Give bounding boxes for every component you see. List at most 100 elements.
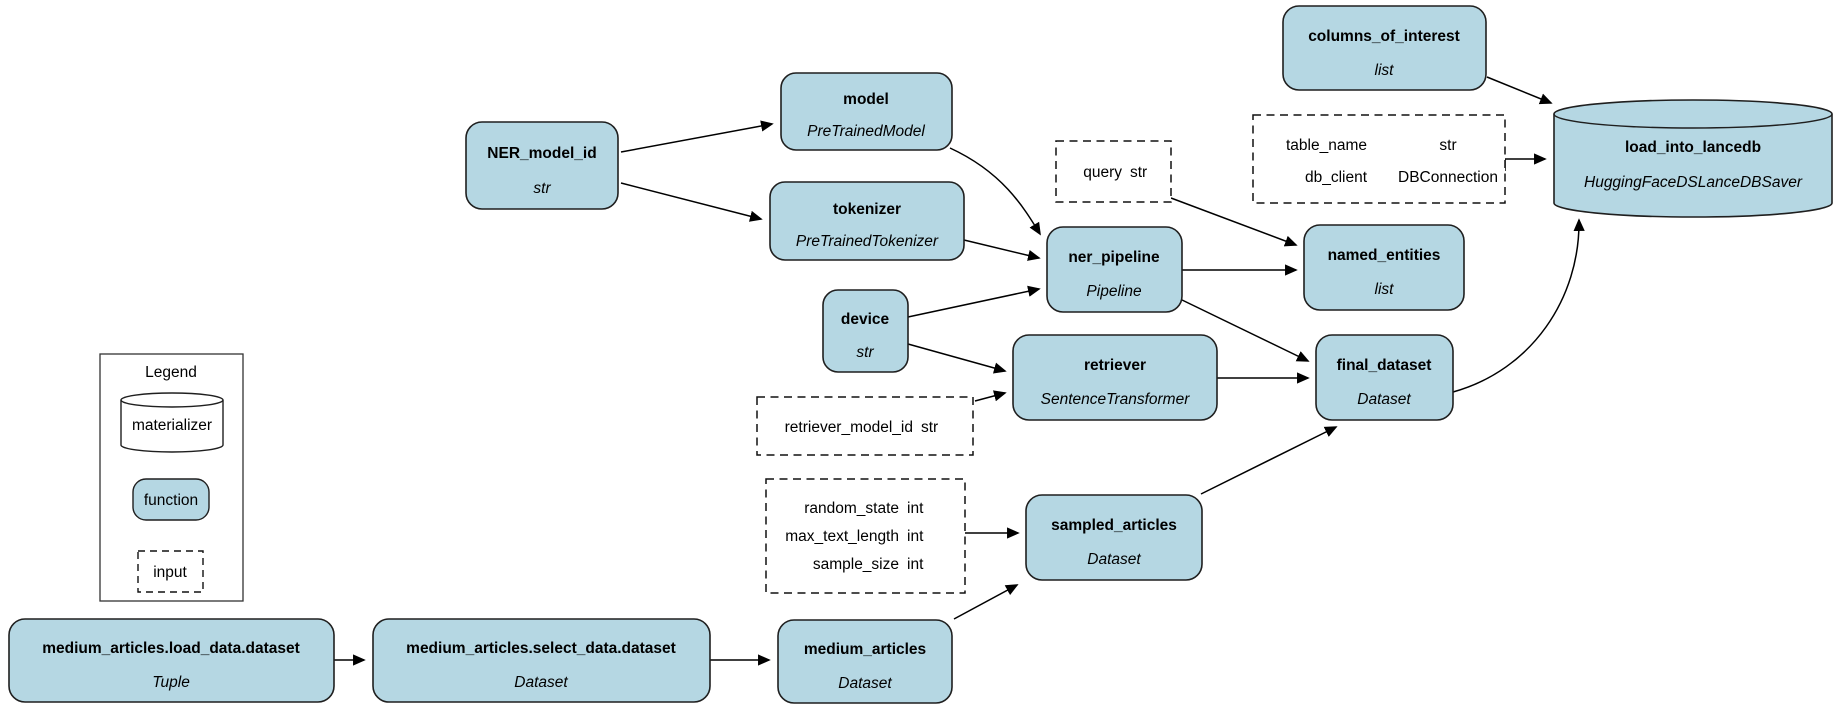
edge-device-retriever xyxy=(907,343,1007,374)
node-tokenizer-type: PreTrainedTokenizer xyxy=(796,233,939,250)
node-ner_pipeline-label: ner_pipeline xyxy=(1068,249,1160,266)
node-load_into_lancedb-label: load_into_lancedb xyxy=(1625,139,1761,156)
input-table_name-type: str xyxy=(1439,137,1456,154)
input-retriever_model_id: retriever_model_id str xyxy=(756,396,974,456)
input-query-name: query xyxy=(1083,164,1122,181)
input-retriever_model_id-name: retriever_model_id xyxy=(785,419,913,436)
edge-ner_pipeline-final_dataset xyxy=(1179,298,1310,362)
node-final_dataset: final_dataset Dataset xyxy=(1315,334,1454,421)
input-sampling-params-shape xyxy=(765,478,966,594)
edge-tokenizer-ner_pipeline xyxy=(963,239,1041,261)
node-medium_articles-shape xyxy=(777,619,953,704)
input-lancedb-params-shape xyxy=(1252,114,1506,204)
legend-materializer: materializer xyxy=(120,392,224,453)
node-named_entities-shape xyxy=(1303,224,1465,311)
input-retriever_model_id-shape xyxy=(756,396,974,456)
node-retriever-shape xyxy=(1012,334,1218,421)
legend-input-label: input xyxy=(153,564,187,581)
node-NER_model_id: NER_model_id str xyxy=(465,121,619,210)
node-columns_of_interest: columns_of_interest list xyxy=(1282,5,1487,91)
node-ner_pipeline-shape xyxy=(1046,226,1183,313)
node-NER_model_id-type: str xyxy=(533,180,551,197)
edge-device-ner_pipeline xyxy=(907,285,1041,318)
legend-input: input xyxy=(137,550,204,593)
edge-NER_model_id-model xyxy=(620,120,774,153)
node-model-type: PreTrainedModel xyxy=(807,123,925,140)
node-device-shape xyxy=(822,289,909,373)
edge-NER_model_id-tokenizer xyxy=(620,182,763,222)
input-query-shape xyxy=(1055,140,1172,203)
node-tokenizer-label: tokenizer xyxy=(833,201,901,218)
legend-input-shape xyxy=(137,550,204,593)
node-load_data-label: medium_articles.load_data.dataset xyxy=(42,640,300,657)
node-NER_model_id-label: NER_model_id xyxy=(487,145,596,162)
edge-sampled_articles-final_dataset xyxy=(1200,426,1338,495)
node-select_data-label: medium_articles.select_data.dataset xyxy=(406,640,676,657)
node-tokenizer-shape xyxy=(769,181,965,261)
legend-materializer-label: materializer xyxy=(132,417,212,434)
input-table_name-name: table_name xyxy=(1286,137,1367,154)
node-sampled_articles-shape xyxy=(1025,494,1203,581)
node-columns_of_interest-label: columns_of_interest xyxy=(1308,28,1460,45)
node-medium_articles-label: medium_articles xyxy=(804,641,926,658)
input-max_text_length-type: int xyxy=(907,528,924,545)
input-db_client-name: db_client xyxy=(1305,169,1368,186)
edge-medium_articles-sampled_articles xyxy=(953,584,1019,620)
node-sampled_articles-label: sampled_articles xyxy=(1051,517,1177,534)
legend-function-label: function xyxy=(144,492,198,509)
node-named_entities: named_entities list xyxy=(1303,224,1465,311)
node-columns_of_interest-shape xyxy=(1282,5,1487,91)
node-load_into_lancedb: load_into_lancedb HuggingFaceDSLanceDBSa… xyxy=(1553,99,1833,218)
edge-query-named_entities xyxy=(1170,197,1298,247)
node-select_data-type: Dataset xyxy=(514,674,568,691)
input-random_state-name: random_state xyxy=(804,500,899,517)
input-max_text_length-name: max_text_length xyxy=(785,528,899,545)
node-named_entities-label: named_entities xyxy=(1328,247,1441,264)
edge-model-ner_pipeline xyxy=(949,147,1041,236)
cylinder-rim xyxy=(1553,113,1833,129)
node-final_dataset-type: Dataset xyxy=(1357,391,1411,408)
node-select_data-shape xyxy=(372,618,711,703)
node-tokenizer: tokenizer PreTrainedTokenizer xyxy=(769,181,965,261)
legend-function: function xyxy=(132,478,210,521)
legend: Legend materializer function input xyxy=(99,353,244,602)
node-final_dataset-shape xyxy=(1315,334,1454,421)
node-retriever-type: SentenceTransformer xyxy=(1041,391,1191,408)
edge-columns_of_interest-load_into_lancedb xyxy=(1486,76,1553,105)
node-retriever: retriever SentenceTransformer xyxy=(1012,334,1218,421)
node-ner_pipeline-type: Pipeline xyxy=(1086,283,1142,300)
input-db_client-type: DBConnection xyxy=(1398,169,1498,186)
node-load_data-type: Tuple xyxy=(152,674,190,691)
input-lancedb-params: table_name str db_client DBConnection xyxy=(1252,114,1506,204)
node-load_data-shape xyxy=(8,618,335,703)
node-model-shape xyxy=(780,72,953,151)
node-retriever-label: retriever xyxy=(1084,357,1146,374)
legend-title: Legend xyxy=(145,364,197,381)
node-medium_articles: medium_articles Dataset xyxy=(777,619,953,704)
node-load_into_lancedb-type: HuggingFaceDSLanceDBSaver xyxy=(1584,174,1803,191)
input-sample_size-name: sample_size xyxy=(813,556,899,573)
node-device-type: str xyxy=(856,344,874,361)
node-columns_of_interest-type: list xyxy=(1375,62,1395,79)
node-NER_model_id-shape xyxy=(465,121,619,210)
edge-final_dataset-load_into_lancedb xyxy=(1452,218,1585,393)
node-medium_articles-select_data-dataset: medium_articles.select_data.dataset Data… xyxy=(372,618,711,703)
node-medium_articles-type: Dataset xyxy=(838,675,892,692)
node-medium_articles-load_data-dataset: medium_articles.load_data.dataset Tuple xyxy=(8,618,335,703)
input-query: query str xyxy=(1055,140,1172,203)
cylinder-shape xyxy=(1553,99,1833,218)
input-retriever_model_id-type: str xyxy=(921,419,938,436)
node-final_dataset-label: final_dataset xyxy=(1337,357,1432,374)
node-device: device str xyxy=(822,289,909,373)
input-query-type: str xyxy=(1130,164,1147,181)
legend-cylinder-shape xyxy=(120,392,224,453)
node-model-label: model xyxy=(843,91,889,108)
node-model: model PreTrainedModel xyxy=(780,72,953,151)
legend-cylinder-rim xyxy=(120,399,224,408)
input-sample_size-type: int xyxy=(907,556,924,573)
legend-function-shape xyxy=(132,478,210,521)
edge-retriever_model_id-retriever xyxy=(974,390,1007,402)
node-ner_pipeline: ner_pipeline Pipeline xyxy=(1046,226,1183,313)
